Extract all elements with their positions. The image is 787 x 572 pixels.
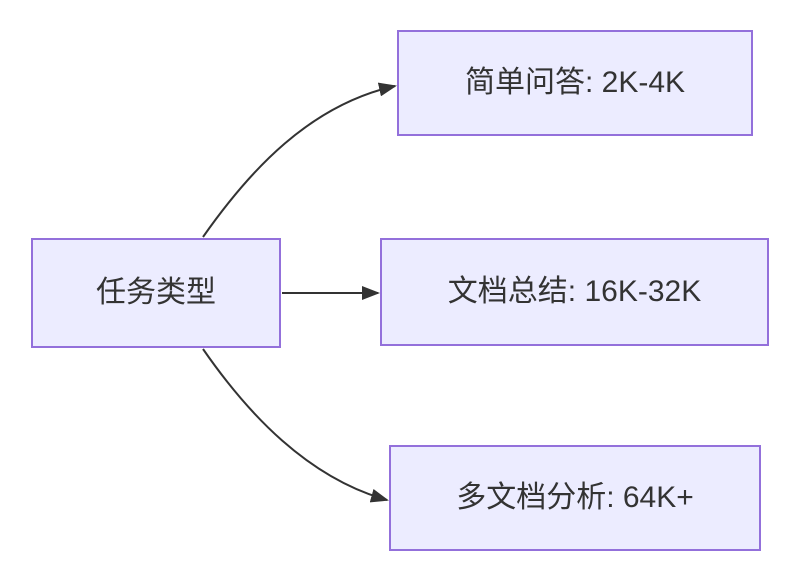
node-multidoc-analysis-label: 多文档分析: 64K+: [456, 481, 694, 514]
edge-task-to-multidoc: [202, 348, 389, 503]
node-doc-summary: 文档总结: 16K-32K: [380, 238, 769, 346]
edge-task-to-simple-qa: [202, 82, 397, 238]
node-multidoc-analysis: 多文档分析: 64K+: [389, 445, 761, 551]
node-task-type-label: 任务类型: [96, 276, 216, 309]
node-simple-qa-label: 简单问答: 2K-4K: [464, 66, 686, 99]
node-simple-qa: 简单问答: 2K-4K: [397, 30, 753, 136]
node-task-type: 任务类型: [31, 238, 281, 348]
node-doc-summary-label: 文档总结: 16K-32K: [447, 275, 702, 308]
